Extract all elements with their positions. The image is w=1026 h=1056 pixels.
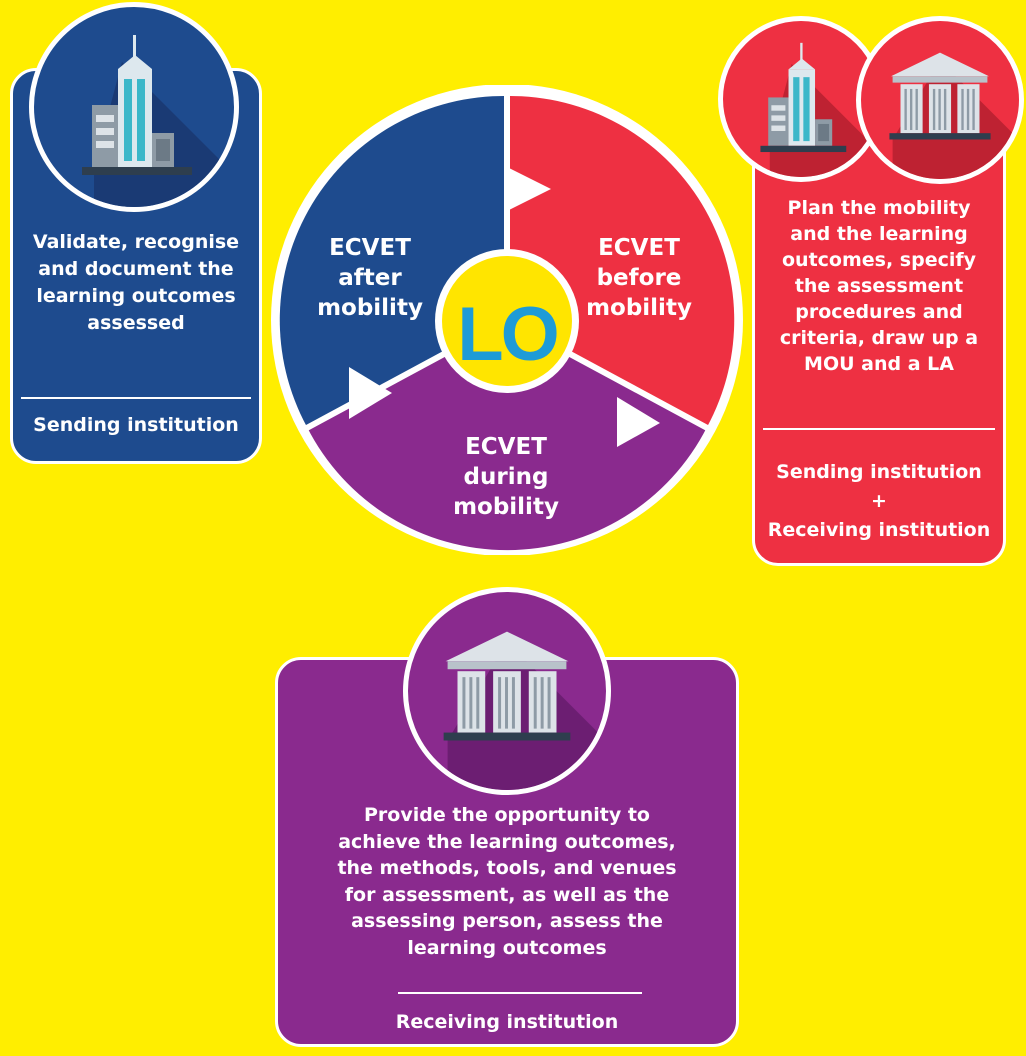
left-card-divider (21, 397, 251, 399)
ecvet-cycle-wheel (271, 85, 743, 555)
wheel-segment-during (307, 320, 707, 551)
wheel-label-during: ECVET during mobility (453, 434, 559, 520)
right-card: Plan the mobility and the learning outco… (752, 118, 1006, 566)
left-card-text: Validate, recognise and document the lea… (32, 231, 240, 334)
bottom-card-divider (398, 992, 642, 994)
lo-center-label: LO (457, 292, 560, 377)
right-card-text: Plan the mobility and the learning outco… (779, 197, 979, 375)
right-card-divider (763, 428, 995, 430)
left-card-footer: Sending institution (33, 414, 239, 436)
institution-columns-icon (856, 16, 1024, 184)
bottom-card-footer: Receiving institution (395, 1011, 619, 1033)
wheel-label-before: ECVET before mobility (586, 235, 692, 321)
office-building-icon (29, 2, 239, 212)
bottom-card-text: Provide the opportunity to achieve the l… (337, 804, 677, 959)
arrow-notch-right (617, 397, 660, 447)
arrow-notch-top (507, 167, 551, 211)
arrow-notch-left (349, 367, 392, 419)
right-card-footer: Sending institution + Receiving institut… (767, 461, 991, 541)
wheel-label-after: ECVET after mobility (317, 235, 423, 321)
institution-columns-icon (403, 587, 611, 795)
